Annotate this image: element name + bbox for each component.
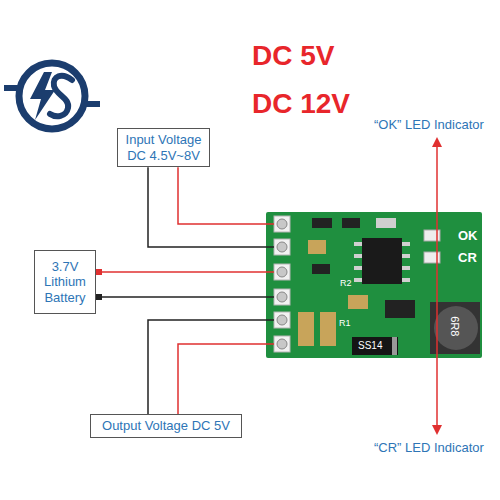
indicator-arrow: [432, 137, 442, 435]
pcb-board: [266, 212, 482, 358]
pin-hole: [277, 242, 287, 252]
terminal-dot: [96, 269, 102, 275]
wires: [96, 167, 274, 414]
chip-lead: [354, 242, 362, 246]
part-name: R2: [340, 278, 352, 288]
pin-header: [274, 216, 290, 352]
smd-resistor: [376, 218, 396, 228]
diode-body: [352, 337, 398, 355]
pin-pad: [274, 312, 290, 328]
part-name: R1: [339, 318, 351, 328]
box-text: Input Voltage: [124, 132, 203, 148]
pin-pad: [274, 216, 290, 232]
transistor: [385, 300, 415, 318]
smd-capacitor: [308, 240, 326, 254]
pin-pad: [274, 336, 290, 352]
pcb: [266, 212, 482, 358]
wire: [148, 167, 274, 247]
box-text: Output Voltage DC 5V: [97, 418, 235, 434]
chip-lead: [354, 266, 362, 270]
silkscreen-label: OK: [458, 229, 478, 244]
chip-lead: [354, 254, 362, 258]
voltage-title: DC 12V: [252, 88, 350, 120]
smd-resistor: [312, 218, 332, 228]
smd-capacitor: [320, 312, 336, 346]
indicator-line: [436, 144, 438, 428]
smd-resistor: [312, 264, 330, 274]
inductor-core: [434, 306, 478, 350]
brand-logo: [4, 63, 100, 129]
box-text: 3.7V Lithium Battery: [41, 259, 89, 306]
pin-hole: [277, 267, 287, 277]
pin-pad: [274, 239, 290, 255]
wire: [96, 296, 274, 298]
box-text: DC 4.5V~8V: [124, 148, 203, 164]
terminal-box: Input VoltageDC 4.5V~8V: [117, 128, 210, 167]
diode-band: [392, 337, 397, 355]
terminal-dot: [96, 294, 102, 300]
pin-pad: [274, 289, 290, 305]
wire: [178, 167, 274, 224]
terminal-box: Output Voltage DC 5V: [90, 414, 242, 438]
pin-hole: [277, 292, 287, 302]
logo-ring: [19, 63, 85, 129]
chip-lead: [354, 278, 362, 282]
indicator-note: “CR” LED Indicator: [374, 441, 484, 456]
logo-s: [50, 76, 72, 116]
part-marking: 6R8: [449, 316, 462, 336]
pin-hole: [277, 339, 287, 349]
chip-lead: [402, 242, 410, 246]
arrow-head: [432, 425, 442, 435]
part-marking: SS14: [358, 340, 382, 352]
chip-lead: [402, 278, 410, 282]
ic-chip: [354, 238, 410, 284]
pin-hole: [277, 315, 287, 325]
smd-capacitor: [298, 312, 314, 346]
indicator-note: “OK” LED Indicator: [374, 118, 484, 133]
smd-resistor: [342, 218, 360, 228]
chip-lead: [402, 254, 410, 258]
wire: [178, 344, 274, 414]
voltage-title: DC 5V: [252, 40, 334, 72]
chip-lead: [402, 266, 410, 270]
wire: [148, 320, 274, 414]
chip-body: [362, 238, 402, 284]
silkscreen-label: CR: [458, 251, 477, 266]
wire: [96, 271, 274, 273]
terminal-box: 3.7V Lithium Battery: [34, 250, 96, 314]
arrow-head: [432, 137, 442, 147]
pin-hole: [277, 219, 287, 229]
pin-pad: [274, 264, 290, 280]
smd-capacitor: [348, 295, 368, 309]
